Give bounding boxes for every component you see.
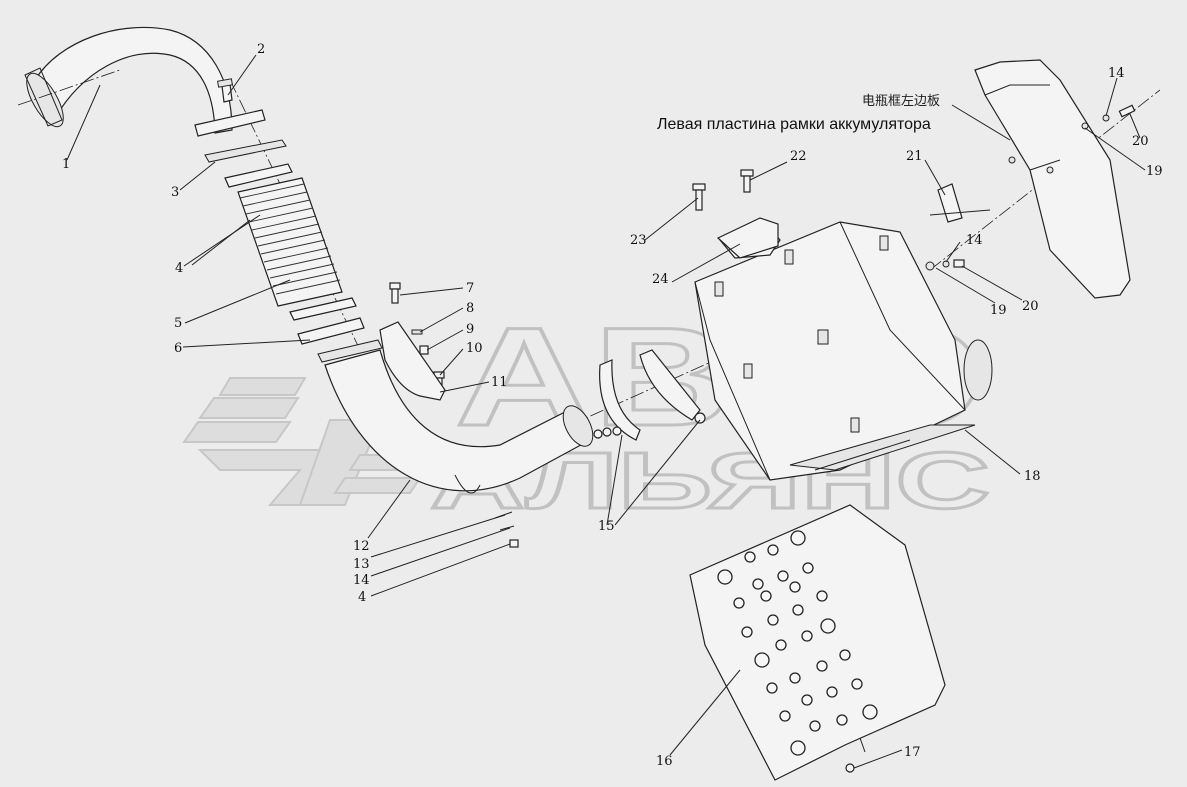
top-flange xyxy=(194,109,266,137)
part-20-bolt-top xyxy=(1118,104,1136,118)
part-16-heat-shield xyxy=(689,504,946,781)
battery-frame-left-plate xyxy=(974,59,1131,299)
callout-13: 13 xyxy=(353,557,370,572)
callout-5: 5 xyxy=(174,316,182,331)
part-14-stud xyxy=(499,525,515,531)
callout-10: 10 xyxy=(466,341,483,356)
callout-21: 21 xyxy=(906,149,923,164)
callout-4b: 4 xyxy=(358,590,366,605)
part-20-bolt-mid xyxy=(953,259,965,268)
callout-19b: 19 xyxy=(990,303,1007,318)
part-8-washer xyxy=(411,329,423,335)
part-7-bolt xyxy=(389,282,401,304)
callout-19: 19 xyxy=(1146,164,1163,179)
callout-17: 17 xyxy=(904,745,921,760)
part-19-washer-top xyxy=(1081,122,1089,130)
callout-6: 6 xyxy=(174,341,182,356)
callout-24: 24 xyxy=(652,272,669,287)
callout-12: 12 xyxy=(353,539,370,554)
callout-14c: 14 xyxy=(1108,66,1125,81)
part-12-elbow-pipe xyxy=(324,349,594,494)
callout-23: 23 xyxy=(630,233,647,248)
callout-labels: 1 2 3 4 5 6 7 8 9 10 11 12 13 14 4 15 16… xyxy=(62,42,1163,769)
part-3-gasket xyxy=(204,139,287,163)
part-17-screw xyxy=(845,763,855,773)
part-5-bellows xyxy=(224,163,357,321)
callout-1: 1 xyxy=(62,157,70,172)
part-15-clamp xyxy=(593,349,706,441)
centerline-bracket xyxy=(929,89,1161,271)
callout-2: 2 xyxy=(257,42,265,57)
callout-18: 18 xyxy=(1024,469,1041,484)
part-9-nut xyxy=(419,345,429,355)
callout-8: 8 xyxy=(466,301,474,316)
callout-14b: 14 xyxy=(966,233,983,248)
callout-4: 4 xyxy=(175,261,183,276)
callout-9: 9 xyxy=(466,322,474,337)
caption-cn: 电瓶框左边板 xyxy=(862,94,940,109)
callout-7: 7 xyxy=(466,281,474,296)
callout-22: 22 xyxy=(790,149,807,164)
heat-shield-holes xyxy=(717,530,878,756)
part-4-nut xyxy=(509,539,519,548)
leader-lines xyxy=(66,54,1146,769)
callout-3: 3 xyxy=(171,185,179,200)
part-23-bolt xyxy=(692,183,706,211)
part-14-lockwasher-mid xyxy=(942,260,950,268)
callout-11: 11 xyxy=(491,375,508,390)
part-22-bolt xyxy=(740,169,754,193)
callout-20: 20 xyxy=(1132,134,1149,149)
part-19-washer-mid xyxy=(925,261,935,271)
callout-15: 15 xyxy=(598,519,615,534)
callout-16: 16 xyxy=(656,754,673,769)
part-2-bolt xyxy=(217,78,233,103)
part-1-inlet-pipe xyxy=(17,26,233,134)
part-11-bracket xyxy=(379,321,446,401)
callout-20b: 20 xyxy=(1022,299,1039,314)
callout-14: 14 xyxy=(353,573,370,588)
caption-ru: Левая пластина рамки аккумулятора xyxy=(657,116,931,133)
